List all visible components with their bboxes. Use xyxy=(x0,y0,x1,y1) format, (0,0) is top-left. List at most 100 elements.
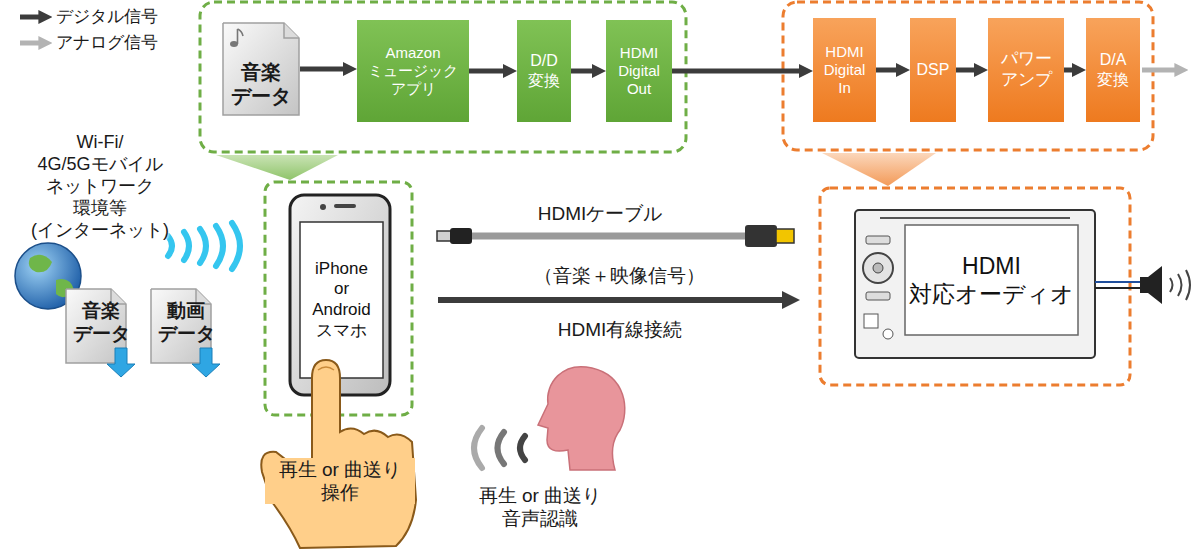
network-label-box: Wi-Fi/ 4G/5Gモバイル ネットワーク 環境等 (インターネット) xyxy=(25,132,175,242)
signal-arrow xyxy=(300,67,349,72)
speaker xyxy=(1140,266,1162,304)
node-text: HDMI Digital In xyxy=(817,43,872,98)
legend-row: デジタル信号 xyxy=(18,6,158,28)
text-holder: HDMI Digital Out xyxy=(606,20,672,122)
voice-label-box: 再生 or 曲送り 音声認識 xyxy=(455,484,625,530)
speaker-wire xyxy=(1095,287,1140,289)
text-holder: 動画 データ xyxy=(150,296,222,348)
drawing-part xyxy=(216,226,223,266)
legend-row: アナログ信号 xyxy=(18,32,158,54)
drawing-part xyxy=(238,29,244,36)
phone-body xyxy=(290,195,390,395)
legend-text: アナログ信号 xyxy=(56,33,158,54)
app-box: Amazon ミュージック アプリ xyxy=(357,20,469,122)
signal-arrow xyxy=(672,69,805,74)
video-file-icon: 動画 データ xyxy=(150,288,222,378)
node-text: パワー アンプ xyxy=(992,49,1060,90)
drawing-part xyxy=(498,432,505,464)
plug-tip xyxy=(776,229,794,243)
button xyxy=(866,292,890,300)
fingernail xyxy=(318,367,334,370)
callout-wedge xyxy=(216,155,338,180)
text-holder: D/D 変換 xyxy=(517,20,571,122)
drawing-part xyxy=(237,29,239,44)
drawing-part xyxy=(1170,278,1173,292)
cable-label-box: HDMIケーブル xyxy=(500,202,700,225)
edge-label: （音楽＋映像信号） xyxy=(489,264,749,287)
node-text: 音楽 データ xyxy=(69,299,133,345)
signal-arrow xyxy=(469,69,509,74)
edge-label-box: （音楽＋映像信号） xyxy=(489,264,749,287)
operation-label: 再生 or 曲送り 操作 xyxy=(265,458,415,504)
voice-label: 再生 or 曲送り 音声認識 xyxy=(455,484,625,530)
legend-arrow xyxy=(20,15,44,20)
process-box: D/A 変換 xyxy=(1086,18,1140,122)
connection-label: HDMI有線接続 xyxy=(440,318,800,341)
signal-arrow xyxy=(956,68,980,73)
text-holder: HDMI 対応オーディオ xyxy=(905,225,1078,335)
sound-waves xyxy=(1170,270,1190,300)
text-holder: 音楽 データ xyxy=(65,296,137,348)
node-text: Amazon ミュージック アプリ xyxy=(361,44,465,99)
drawing-part xyxy=(184,232,189,260)
process-box: DSP xyxy=(910,18,956,122)
text-holder: iPhone or Android スマホ xyxy=(300,222,383,378)
signal-arrow xyxy=(1064,68,1078,73)
drawing-part xyxy=(1186,270,1190,300)
callout-wedge xyxy=(822,153,936,186)
audio-device xyxy=(855,210,1095,358)
text-holder: DSP xyxy=(910,18,956,122)
legend-sample xyxy=(18,6,56,28)
audio-group-outline xyxy=(783,2,1153,150)
hdmi-cable xyxy=(468,233,748,240)
operation-label-box: 再生 or 曲送り 操作 xyxy=(265,458,415,504)
node-text: HDMI Digital Out xyxy=(610,44,668,99)
speaking-head xyxy=(538,367,625,470)
process-box: D/D 変換 xyxy=(517,20,571,122)
text-holder: パワー アンプ xyxy=(988,18,1064,122)
plug-body xyxy=(745,225,777,247)
phone-speaker xyxy=(334,204,356,208)
music-note xyxy=(230,29,243,47)
text-holder: Amazon ミュージック アプリ xyxy=(357,20,469,122)
legend-text: デジタル信号 xyxy=(56,7,158,28)
phone-camera xyxy=(320,204,326,210)
drawing-part xyxy=(1178,274,1182,296)
app-group-outline xyxy=(200,2,686,152)
download-arrow xyxy=(192,348,220,377)
plug-tip xyxy=(437,231,451,241)
phone-screen xyxy=(300,222,383,378)
node-text: iPhone or Android スマホ xyxy=(308,259,376,342)
signal-arrow xyxy=(876,68,902,73)
node-text: DSP xyxy=(914,60,952,80)
phone-screen-text: iPhone or Android スマホ xyxy=(300,222,383,378)
hand xyxy=(261,360,416,548)
disc-slot xyxy=(880,217,1070,219)
drawing-part xyxy=(232,223,240,269)
volume-knob xyxy=(863,253,893,283)
text-holder: D/A 変換 xyxy=(1086,18,1140,122)
node-text: D/D 変換 xyxy=(521,51,567,90)
download-arrow xyxy=(107,348,135,377)
speaker-wire xyxy=(1095,281,1140,283)
process-box: HDMI Digital In xyxy=(813,18,876,122)
wifi-waves xyxy=(168,223,240,269)
aux-jack xyxy=(883,329,893,339)
legend-arrow xyxy=(20,41,44,46)
node-text: D/A 変換 xyxy=(1090,50,1136,89)
globe-land xyxy=(29,255,52,272)
text-holder: HDMI Digital In xyxy=(813,18,876,122)
drawing-part xyxy=(520,436,525,460)
process-box: HDMI Digital Out xyxy=(606,20,672,122)
audio-device: HDMI 対応オーディオ xyxy=(855,210,1095,358)
node-text: HDMI 対応オーディオ xyxy=(909,252,1074,308)
signal-arrow xyxy=(571,69,598,74)
signal-arrow xyxy=(438,297,789,303)
legend-sample xyxy=(18,32,56,54)
cable-label: HDMIケーブル xyxy=(500,202,700,225)
plug-body xyxy=(450,228,472,244)
text-holder: 音楽 データ xyxy=(222,52,300,116)
analog-arrow xyxy=(1142,68,1180,73)
